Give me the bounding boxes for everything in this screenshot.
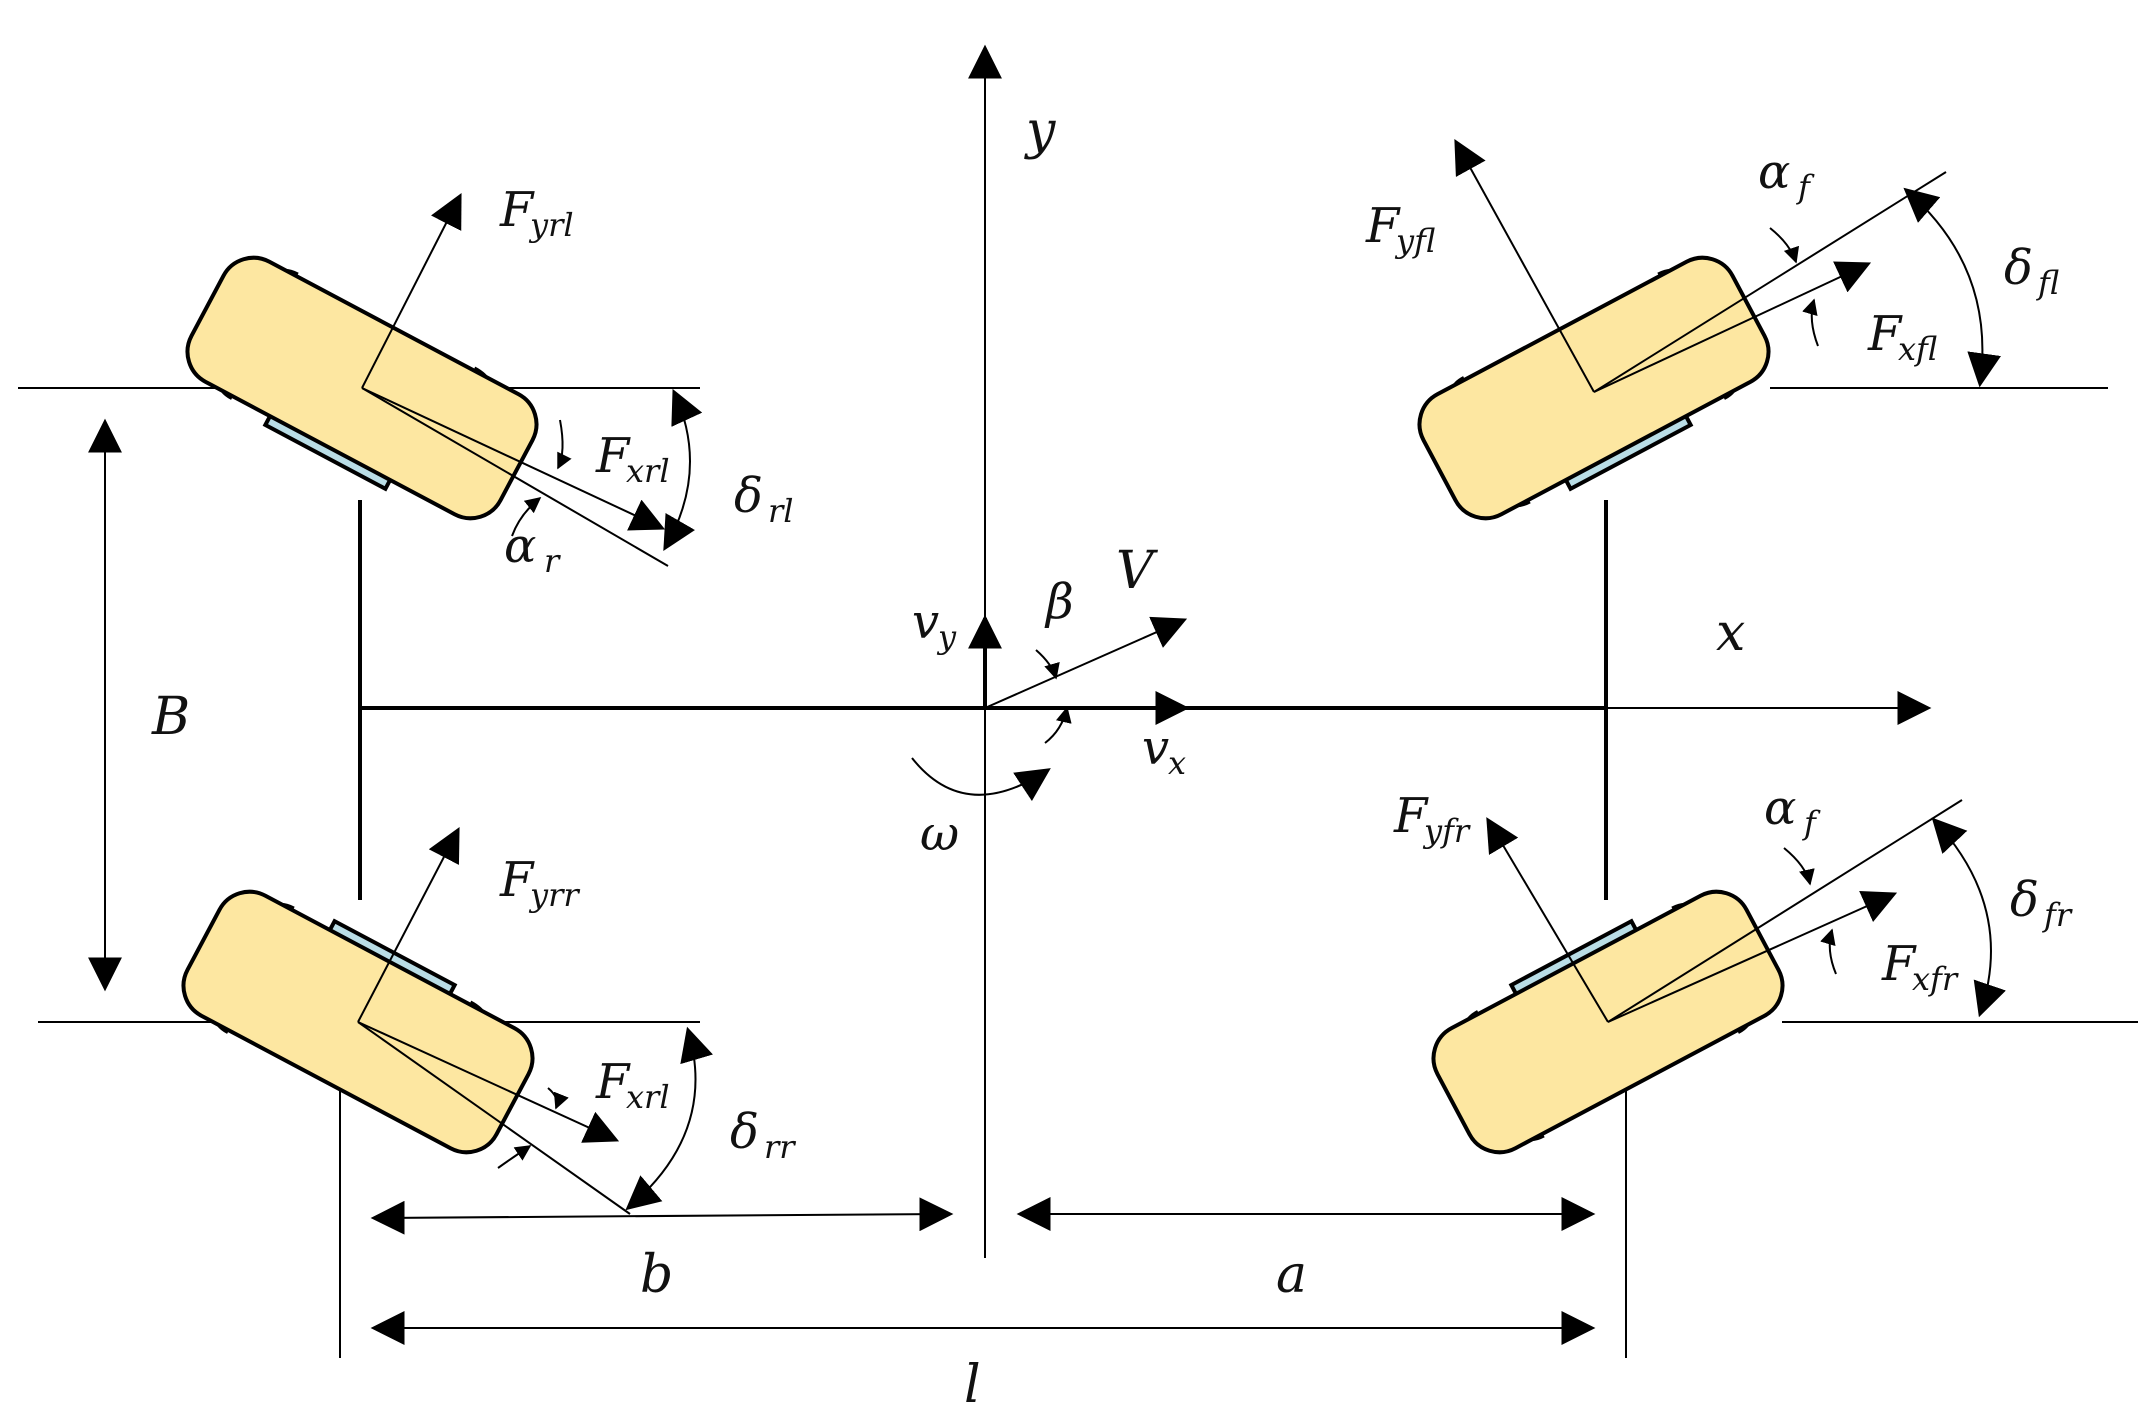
svg-text:yfl: yfl xyxy=(1394,222,1435,260)
alpha-fr-label: α f xyxy=(1764,780,1821,842)
rl-wheel-direction-line xyxy=(361,387,669,567)
front-left-wheel xyxy=(1417,255,1771,521)
svg-text:xrl: xrl xyxy=(626,452,670,490)
rear-distance-label: b xyxy=(640,1245,673,1305)
front-distance-label: a xyxy=(1276,1245,1307,1305)
rear-left-wheel xyxy=(185,255,539,521)
delta-fr-label: δ fr xyxy=(2010,872,2073,934)
svg-text:F: F xyxy=(499,852,535,908)
sideslip-arc xyxy=(1044,706,1072,744)
svg-text:xrl: xrl xyxy=(626,1078,670,1116)
svg-text:δ: δ xyxy=(734,468,763,524)
svg-text:f: f xyxy=(1802,804,1821,842)
svg-text:F: F xyxy=(595,428,631,484)
delta-rl-label: δ rl xyxy=(734,468,794,530)
force-fxfl-arrow xyxy=(1593,261,1872,393)
rr-wheel-direction-line xyxy=(357,1021,631,1215)
svg-text:rr: rr xyxy=(764,1128,796,1166)
alpha-fr-arc xyxy=(1783,847,1815,886)
svg-text:δ: δ xyxy=(730,1104,759,1160)
fxfr-label: F xfr xyxy=(1881,936,1959,998)
fyfr-label: F yfr xyxy=(1393,788,1471,850)
force-fyfl-arrow xyxy=(1454,139,1595,393)
beta-label: β xyxy=(1044,574,1074,630)
svg-text:δ: δ xyxy=(2010,872,2039,928)
fl-wheel-direction-line xyxy=(1593,171,1947,393)
track-width-label: B xyxy=(151,687,190,747)
svg-text:x: x xyxy=(1168,744,1186,782)
svg-text:F: F xyxy=(1867,306,1903,362)
fxrr-label: F xrl xyxy=(595,1054,670,1116)
alpha-rr-arc xyxy=(497,1145,532,1169)
svg-text:α: α xyxy=(1764,780,1796,836)
force-fyrr-arrow xyxy=(357,826,460,1023)
svg-text:F: F xyxy=(595,1054,631,1110)
svg-text:v: v xyxy=(1142,720,1169,776)
rear-distance-dimension xyxy=(370,1197,954,1235)
svg-text:xfl: xfl xyxy=(1898,330,1937,368)
vx-label: v x xyxy=(1142,720,1186,782)
svg-text:r: r xyxy=(544,542,561,580)
omega-label: ω xyxy=(920,806,959,862)
force-fxfr-arrow xyxy=(1607,890,1898,1023)
alpha-fl-arc xyxy=(1769,227,1800,264)
velocity-arrow xyxy=(984,616,1188,709)
force-fxrr-arrow xyxy=(357,1021,620,1143)
force-fxrl-arrow xyxy=(361,387,666,531)
force-fyfr-arrow xyxy=(1486,817,1609,1023)
alpha-fl-label: α f xyxy=(1758,144,1815,206)
x-axis-label: x xyxy=(1716,603,1745,663)
delta-fl-label: δ fl xyxy=(2004,240,2059,302)
vy-label: v y xyxy=(912,594,957,656)
svg-text:fr: fr xyxy=(2042,896,2073,934)
svg-text:α: α xyxy=(1758,144,1790,200)
fyrr-label: F yrr xyxy=(499,852,580,914)
alpha-r-label: α r xyxy=(504,518,561,580)
velocity-label: V xyxy=(1116,541,1158,601)
svg-text:δ: δ xyxy=(2004,240,2033,296)
alpha-r-arc xyxy=(557,419,572,470)
svg-text:fl: fl xyxy=(2036,264,2059,302)
delta-rr-arc xyxy=(625,1026,713,1211)
beta-angle-arc xyxy=(1035,649,1060,680)
svg-text:α: α xyxy=(504,518,536,574)
svg-text:F: F xyxy=(1365,198,1401,254)
delta-rl-arc xyxy=(663,388,703,551)
fyfl-label: F yfl xyxy=(1365,198,1435,260)
svg-text:rl: rl xyxy=(768,492,794,530)
svg-text:F: F xyxy=(1881,936,1917,992)
fyrl-label: F yrl xyxy=(499,182,574,244)
svg-text:yfr: yfr xyxy=(1422,812,1471,850)
delta-fl-arc xyxy=(1903,187,2002,388)
svg-text:yrr: yrr xyxy=(528,876,580,914)
wheelbase-label: l xyxy=(964,1355,981,1415)
svg-text:f: f xyxy=(1796,168,1815,206)
svg-text:xfr: xfr xyxy=(1912,960,1959,998)
delta-rr-label: δ rr xyxy=(730,1104,796,1166)
force-fyrl-arrow xyxy=(361,192,462,389)
svg-text:v: v xyxy=(912,594,939,650)
fxfl-label: F xfl xyxy=(1867,306,1937,368)
y-axis-label: y xyxy=(1024,101,1056,161)
yaw-rate-arc xyxy=(911,757,1051,802)
fr-wheel-direction-line xyxy=(1607,799,1963,1023)
svg-text:F: F xyxy=(1393,788,1429,844)
svg-text:F: F xyxy=(499,182,535,238)
delta-fr-arc xyxy=(1931,817,2006,1018)
svg-text:y: y xyxy=(936,618,957,656)
fxrl-label: F xrl xyxy=(595,428,670,490)
svg-text:yrl: yrl xyxy=(528,206,574,244)
